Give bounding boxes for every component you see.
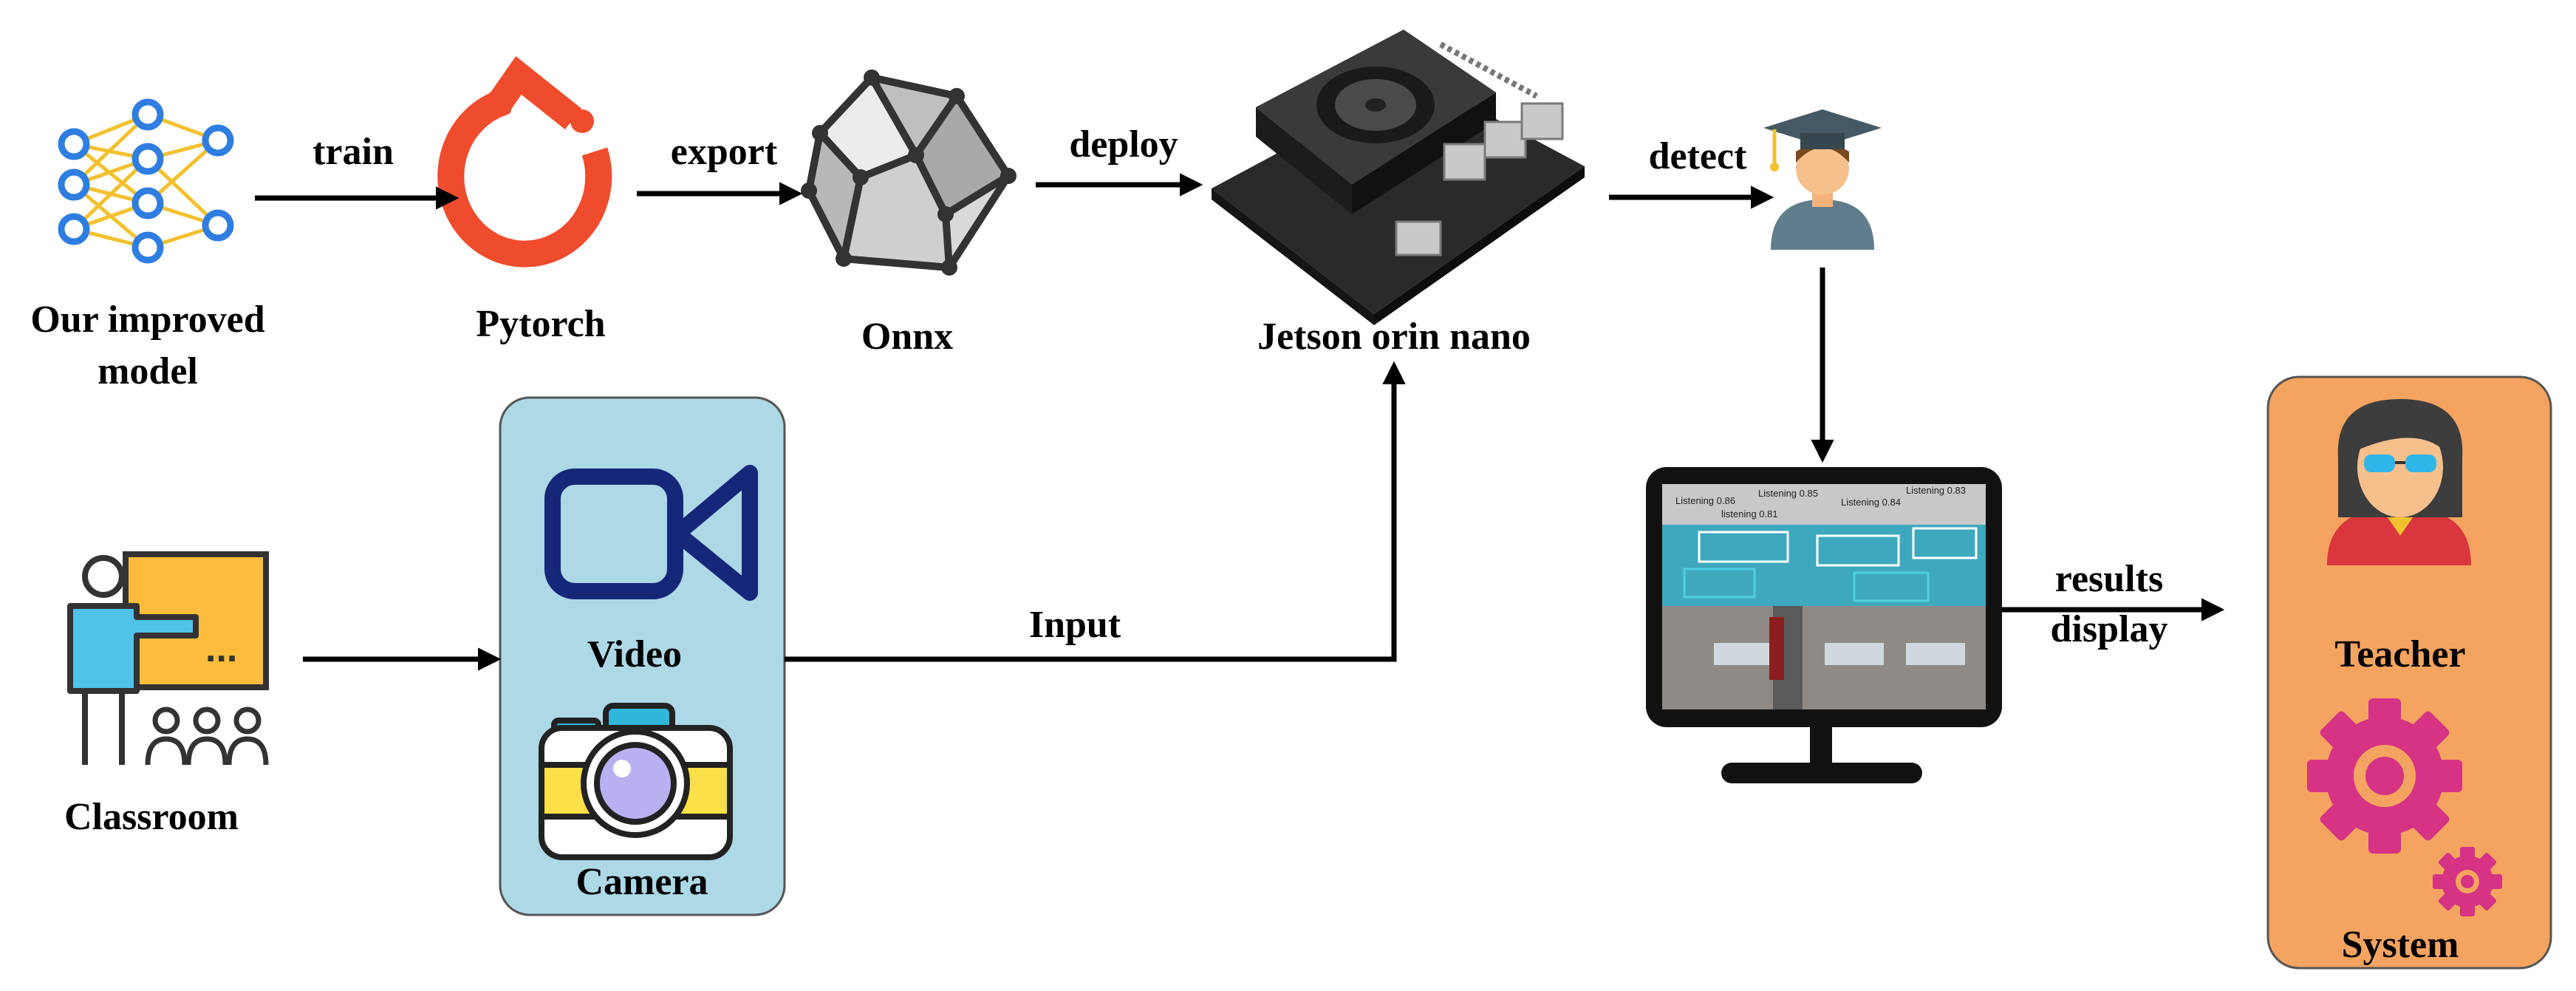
node-label-classroom: Classroom — [64, 796, 239, 838]
student-avatar-icon — [1763, 109, 1882, 250]
pytorch-logo-icon — [437, 55, 612, 268]
small-gear-icon — [2433, 847, 2502, 916]
neural-network-icon — [58, 98, 234, 264]
node-label-video: Video — [587, 633, 683, 675]
node-label-jetson: Jetson orin nano — [1257, 316, 1531, 358]
screen-label: listening 0.81 — [1721, 508, 1778, 520]
gear-icon — [2307, 698, 2462, 854]
video-camera-icon — [544, 465, 758, 601]
screen-label: Listening 0.83 — [1906, 485, 1966, 496]
photo-camera-icon — [539, 703, 733, 860]
screen-label: Listening 0.86 — [1675, 495, 1735, 506]
edge-label-deploy: deploy — [1069, 123, 1178, 166]
edge-label-results-display: results display — [2050, 558, 2168, 650]
jetson-board-icon — [1212, 30, 1585, 325]
arrow-input — [785, 361, 1406, 662]
edge-label-detect: detect — [1648, 135, 1747, 177]
node-label-camera: Camera — [575, 861, 708, 903]
edge-label-train: train — [312, 131, 394, 173]
teacher-avatar-icon — [2327, 399, 2471, 565]
edge-label-export: export — [670, 131, 778, 173]
screen-label: Listening 0.85 — [1758, 488, 1818, 499]
edge-label-input: Input — [1028, 604, 1121, 646]
node-label-pytorch: Pytorch — [476, 303, 606, 345]
classroom-icon: ... — [67, 551, 269, 766]
node-label-onnx: Onnx — [861, 316, 954, 358]
node-label-model: Our improved model — [30, 299, 265, 392]
node-label-system: System — [2341, 924, 2459, 966]
onnx-logo-icon — [801, 69, 1017, 276]
screen-label: Listening 0.84 — [1841, 497, 1901, 508]
monitor-icon: Listening 0.86 Listening 0.85 Listening … — [1646, 467, 2002, 783]
svg-text:...: ... — [205, 627, 237, 670]
screen-detection-labels: Listening 0.86 Listening 0.85 Listening … — [1675, 485, 1966, 520]
node-label-teacher: Teacher — [2334, 633, 2466, 675]
